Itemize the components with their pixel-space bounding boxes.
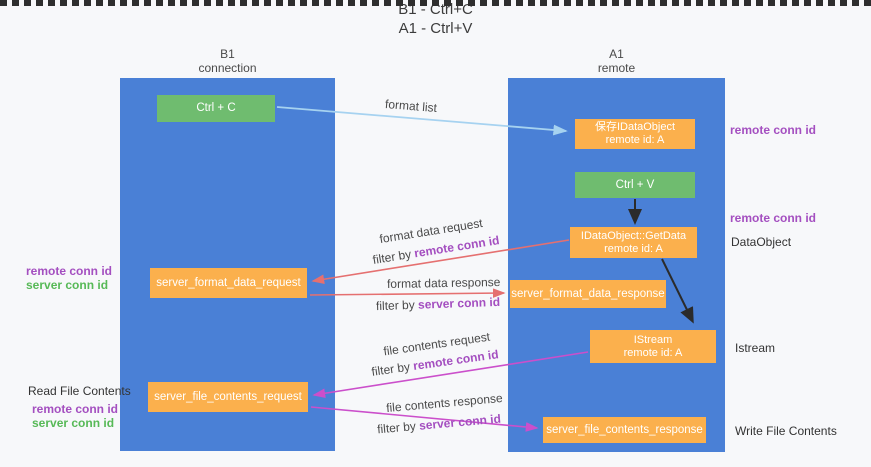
lane-left-subtitle: connection	[198, 61, 257, 75]
filter-value-server-conn-id: server conn id	[418, 411, 502, 433]
node-format-response-label: server_format_data_response	[511, 287, 665, 300]
node-server-format-data-request: server_format_data_request	[150, 268, 307, 298]
node-server-format-data-response: server_format_data_response	[510, 280, 666, 308]
node-server-file-contents-response: server_file_contents_response	[543, 417, 706, 443]
label-format-list: format list	[384, 96, 438, 116]
annotation-remote-conn-id-mid: remote conn id	[730, 211, 817, 225]
filter-prefix: filter by	[370, 359, 411, 379]
node-ctrl-c: Ctrl + C	[157, 95, 275, 122]
node-idataobject-getdata: IDataObject::GetData remote id: A	[570, 227, 697, 258]
annotation-remote-conn-id-top: remote conn id	[730, 123, 817, 137]
lane-right-subtitle: remote	[597, 61, 636, 75]
node-save-idataobject-line1: 保存IDataObject	[594, 121, 676, 133]
node-save-idataobject-line2: remote id: A	[605, 134, 665, 146]
label-filter-format-response: filter by server conn id	[376, 295, 500, 313]
annotation-left-remote-conn-2: remote conn id	[32, 402, 119, 416]
lane-header-right: A1 remote	[508, 47, 725, 75]
node-format-request-label: server_format_data_request	[156, 276, 301, 289]
node-ctrl-c-label: Ctrl + C	[196, 102, 236, 114]
filter-prefix: filter by	[376, 419, 417, 437]
node-istream: IStream remote id: A	[590, 330, 716, 363]
node-istream-line1: IStream	[633, 333, 673, 346]
title-line-2: A1 - Ctrl+V	[398, 20, 473, 37]
filter-value-server-conn-id: server conn id	[417, 294, 501, 312]
lane-right-title: A1	[609, 47, 624, 61]
node-ctrl-v: Ctrl + V	[575, 172, 695, 198]
annotation-dataobject: DataObject	[731, 235, 792, 249]
dashed-separator	[0, 0, 871, 6]
node-getdata-line2: remote id: A	[604, 242, 663, 255]
annotation-left-server-conn-2: server conn id	[32, 416, 115, 430]
node-server-file-contents-request: server_file_contents_request	[148, 382, 308, 412]
label-format-data-response: format data response	[386, 275, 501, 291]
lane-header-left: B1 connection	[120, 47, 335, 75]
annotation-left-server-conn-1: server conn id	[26, 278, 109, 292]
node-save-idataobject: 保存IDataObject remote id: A	[575, 119, 695, 149]
node-ctrl-v-label: Ctrl + V	[615, 178, 655, 191]
annotation-read-file-contents: Read File Contents	[28, 384, 131, 398]
annotation-left-remote-conn-1: remote conn id	[26, 264, 113, 278]
node-istream-line2: remote id: A	[623, 346, 683, 359]
annotation-istream: Istream	[735, 341, 776, 355]
filter-prefix: filter by	[371, 247, 413, 267]
node-file-request-label: server_file_contents_request	[154, 390, 302, 403]
lane-left-title: B1	[220, 47, 235, 61]
filter-prefix: filter by	[375, 297, 415, 314]
node-file-response-label: server_file_contents_response	[546, 423, 703, 436]
label-file-contents-response: file contents response	[385, 390, 504, 416]
annotation-write-file-contents: Write File Contents	[735, 424, 837, 438]
label-filter-file-response: filter by server conn id	[377, 412, 502, 437]
node-getdata-line1: IDataObject::GetData	[580, 229, 687, 242]
